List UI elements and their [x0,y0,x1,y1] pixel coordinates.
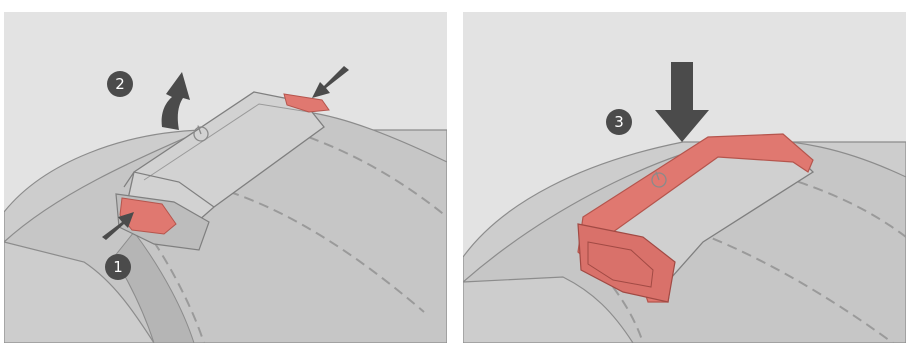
step-number: 1 [113,258,123,276]
panel-attach-module: 3 [463,12,906,343]
step-badge-3: 3 [606,109,632,135]
panel-remove-module: 2 1 [4,12,447,343]
step-number: 3 [614,113,624,131]
step-number: 2 [115,75,125,93]
arrow-down-icon [655,62,709,142]
arrow-up-curved-icon [162,72,190,130]
step-badge-2: 2 [107,71,133,97]
illustration-remove: 2 1 [4,12,447,343]
step-badge-1: 1 [105,254,131,280]
illustration-attach: 3 [463,12,906,343]
arrow-press-icon-back [312,66,349,98]
